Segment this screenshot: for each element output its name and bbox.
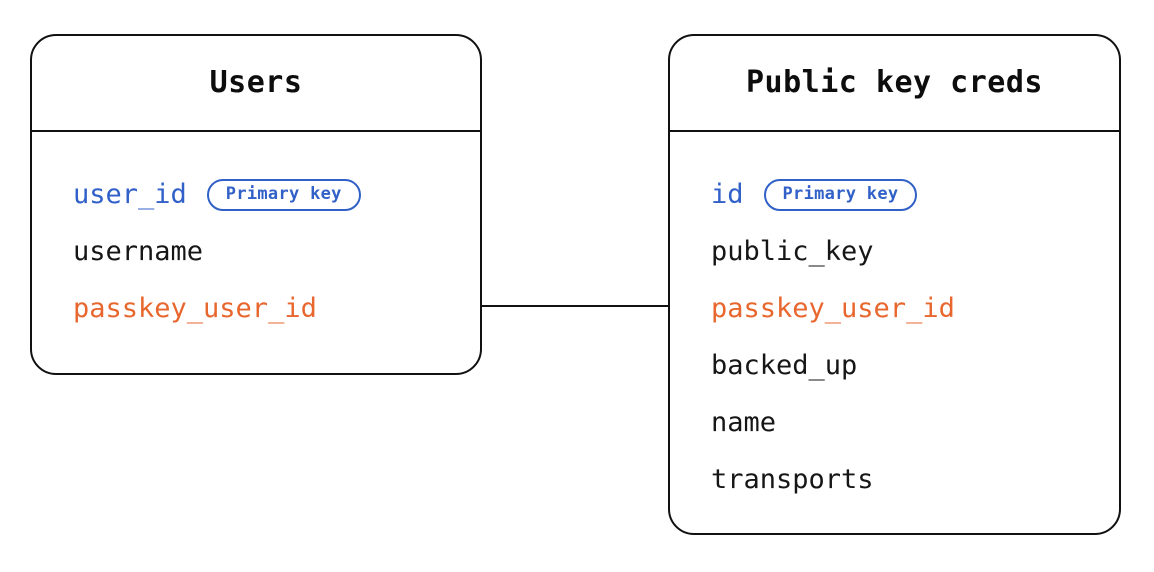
entity-public-key-creds[interactable]: Public key creds id Primary key public_k… — [668, 34, 1121, 535]
entity-users-title: Users — [209, 65, 303, 100]
field-row-passkey-user-id[interactable]: passkey_user_id — [32, 280, 480, 337]
field-row-transports[interactable]: transports — [670, 451, 1119, 508]
entity-users-header: Users — [32, 36, 480, 132]
primary-key-badge: Primary key — [206, 178, 361, 211]
field-name-id: id — [711, 179, 744, 210]
entity-public-key-creds-field-list: id Primary key public_key passkey_user_i… — [670, 132, 1119, 508]
entity-public-key-creds-title: Public key creds — [746, 65, 1043, 100]
primary-key-badge: Primary key — [763, 178, 918, 211]
entity-public-key-creds-header: Public key creds — [670, 36, 1119, 132]
relationship-connector-line — [481, 305, 669, 307]
field-name-passkey-user-id: passkey_user_id — [73, 293, 317, 324]
field-row-public-key[interactable]: public_key — [670, 223, 1119, 280]
field-row-name[interactable]: name — [670, 394, 1119, 451]
field-name-user-id: user_id — [73, 179, 187, 210]
field-name-backed-up: backed_up — [711, 350, 858, 381]
field-row-user-id[interactable]: user_id Primary key — [32, 166, 480, 223]
field-row-backed-up[interactable]: backed_up — [670, 337, 1119, 394]
field-name-transports: transports — [711, 464, 874, 495]
field-row-id[interactable]: id Primary key — [670, 166, 1119, 223]
entity-users[interactable]: Users user_id Primary key username passk… — [30, 34, 482, 375]
field-row-username[interactable]: username — [32, 223, 480, 280]
primary-key-badge-label: Primary key — [225, 184, 342, 204]
entity-users-field-list: user_id Primary key username passkey_use… — [32, 132, 480, 337]
field-name-name: name — [711, 407, 777, 438]
primary-key-badge-label: Primary key — [782, 184, 899, 204]
field-row-passkey-user-id[interactable]: passkey_user_id — [670, 280, 1119, 337]
field-name-passkey-user-id: passkey_user_id — [711, 293, 955, 324]
field-name-username: username — [73, 236, 204, 267]
field-name-public-key: public_key — [711, 236, 874, 267]
